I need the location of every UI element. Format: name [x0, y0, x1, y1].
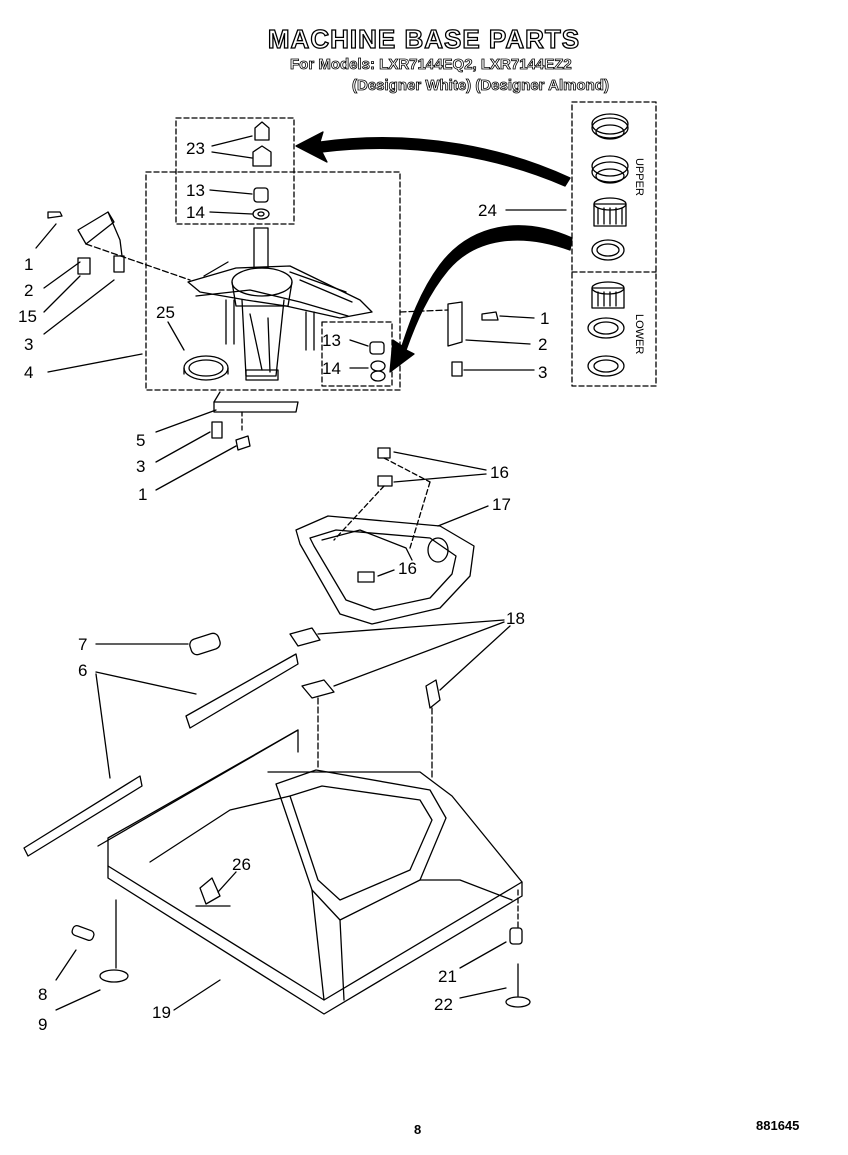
callout: 14	[186, 203, 205, 222]
document-code: 881645	[756, 1118, 800, 1133]
callout: 6	[78, 661, 87, 680]
callout: 23	[186, 139, 205, 158]
bracket-and-plate-parts	[23, 627, 441, 857]
leveling-legs	[71, 889, 531, 1008]
callout: 7	[78, 635, 87, 654]
lower-kit-label: LOWER	[633, 314, 645, 354]
callout: 2	[24, 281, 33, 300]
group-box-bushing-kit	[571, 101, 657, 387]
right-bracket-hardware	[399, 301, 499, 377]
transmission-assembly	[183, 227, 373, 381]
callout: 9	[38, 1015, 47, 1034]
model-finishes: (Designer White) (Designer Almond)	[352, 77, 610, 95]
callout: 25	[156, 303, 175, 322]
callout: 22	[434, 995, 453, 1014]
callout: 3	[136, 457, 145, 476]
callout: 3	[538, 363, 547, 382]
callout: 16	[398, 559, 417, 578]
callout-numbers: 1 2 15 3 4 23 13 14 25 24 1 2 3 13 14 5 …	[18, 139, 549, 1034]
callout: 18	[506, 609, 525, 628]
left-bracket-hardware	[47, 211, 191, 281]
dashed-group-boxes	[145, 101, 657, 391]
callout: 4	[24, 363, 33, 382]
callout: 19	[152, 1003, 171, 1022]
callout: 14	[322, 359, 341, 378]
callout: 24	[478, 201, 497, 220]
group-box-transmission	[145, 171, 401, 391]
callout: 1	[24, 255, 33, 274]
page-title: MACHINE BASE PARTS	[267, 23, 581, 54]
machine-base-frame	[97, 729, 523, 1015]
group-box-lower-bearing	[321, 321, 393, 387]
callout: 1	[138, 485, 147, 504]
callout: 16	[490, 463, 509, 482]
upper-kit-arrow	[295, 131, 571, 187]
callout: 5	[136, 431, 145, 450]
lower-kit-arrow	[389, 225, 573, 373]
callout-leader-lines	[35, 135, 567, 1011]
callout: 15	[18, 307, 37, 326]
kit-pointer-arrows	[295, 131, 573, 373]
callout: 2	[538, 335, 547, 354]
callout: 3	[24, 335, 33, 354]
callout: 17	[492, 495, 511, 514]
upper-kit-label: UPPER	[633, 158, 645, 196]
bushing-kit-rings	[587, 113, 629, 377]
callout: 13	[322, 331, 341, 350]
callout: 13	[186, 181, 205, 200]
page-number: 8	[414, 1122, 422, 1137]
pump-bracket-parts	[211, 391, 299, 451]
callout: 21	[438, 967, 457, 986]
callout: 8	[38, 985, 47, 1004]
callout: 1	[540, 309, 549, 328]
tub-support-frame	[295, 447, 475, 625]
upper-bearing-parts	[252, 121, 272, 220]
group-box-upper-bearing	[175, 117, 295, 225]
lower-bearing-parts	[369, 341, 386, 382]
model-numbers: For Models: LXR7144EQ2, LXR7144EZ2	[290, 56, 573, 74]
callout: 26	[232, 855, 251, 874]
